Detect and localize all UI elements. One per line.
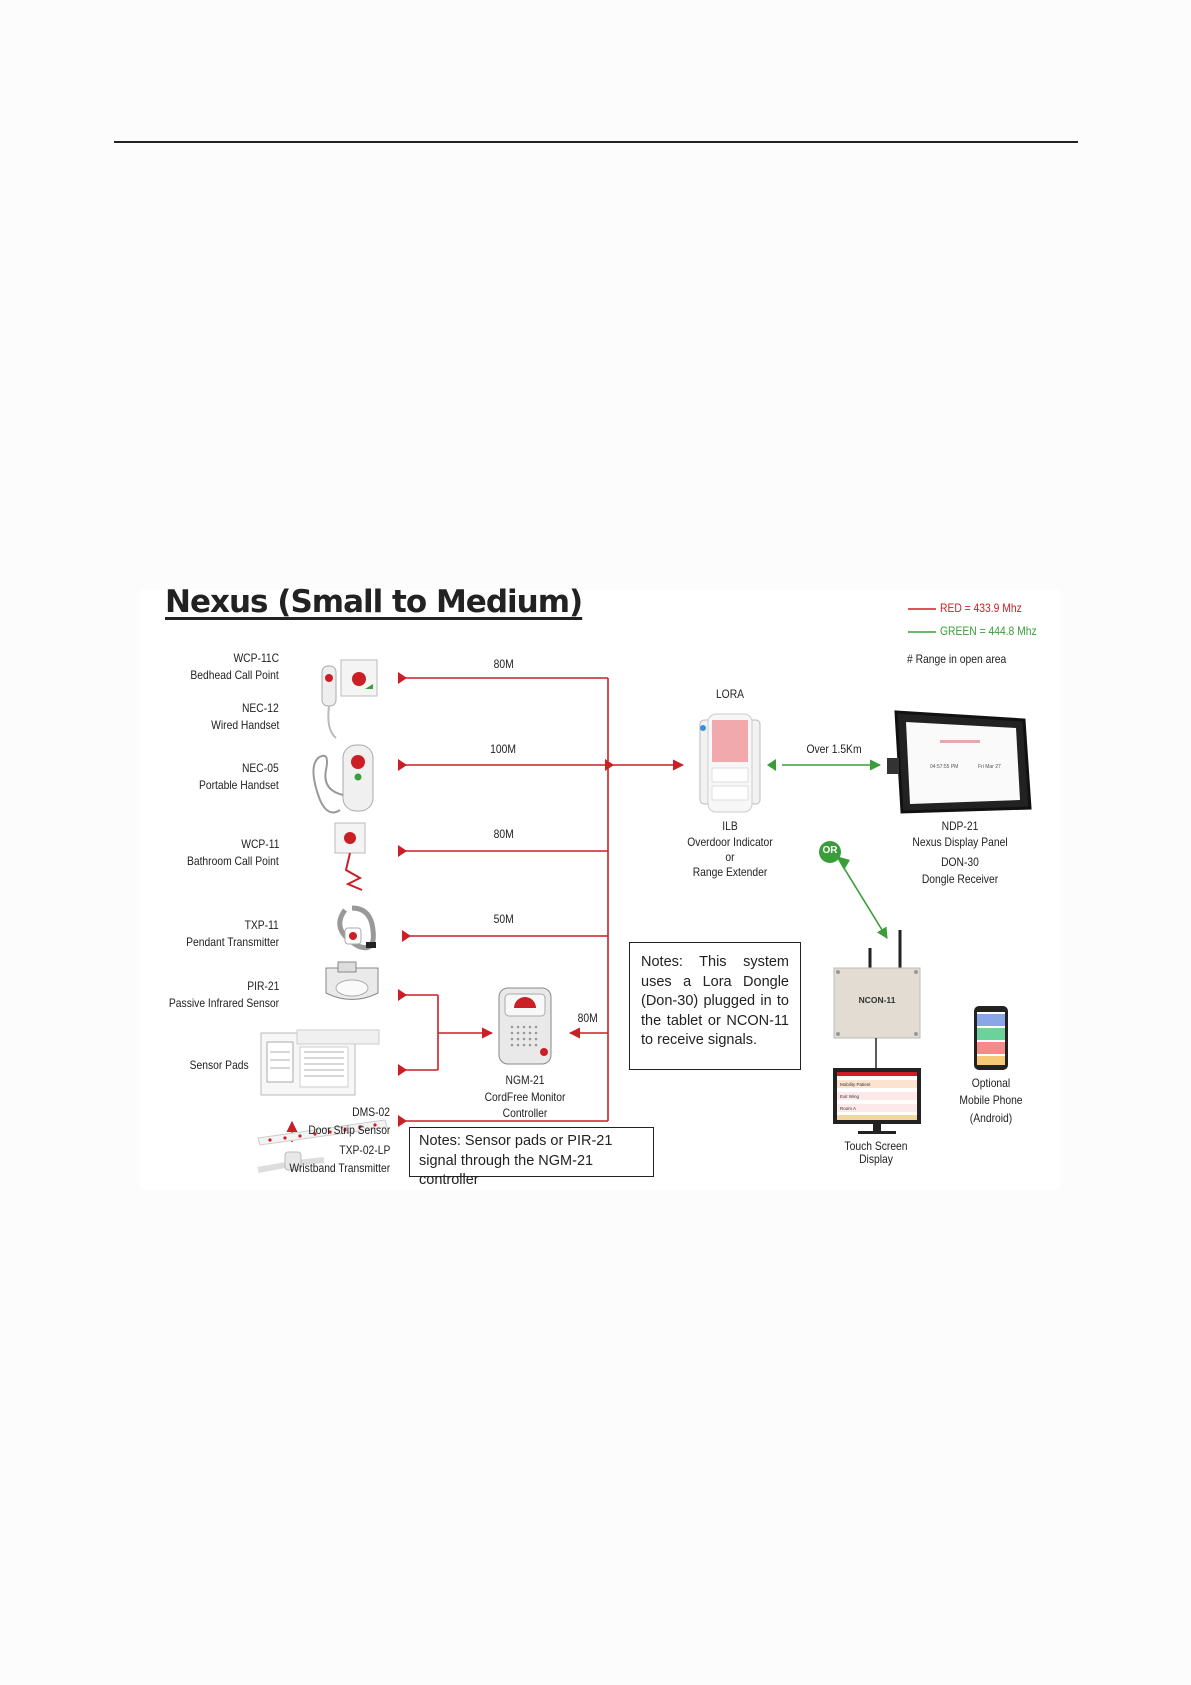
phone-line2: Mobile Phone <box>959 1093 1023 1107</box>
wcp11-image <box>334 822 366 891</box>
txp02lp-image <box>257 1151 325 1173</box>
ngm21-code: NGM-21 <box>505 1073 545 1087</box>
txp11-name: Pendant Transmitter <box>186 935 279 949</box>
wcp11-code: WCP-11 <box>240 837 279 851</box>
ilb-code: ILB <box>722 819 738 833</box>
legend-green-label: GREEN = 444.8 Mhz <box>940 624 1037 638</box>
txp11-code: TXP-11 <box>244 918 279 932</box>
pir21-code: PIR-21 <box>246 979 279 993</box>
wcp11-name: Bathroom Call Point <box>187 854 279 868</box>
touch-screen-image: Mobility Patient Exit Wing Room A <box>833 1068 921 1134</box>
dms02-code: DMS-02 <box>352 1105 390 1119</box>
nec12-name: Wired Handset <box>210 718 279 732</box>
pir21-image <box>325 961 379 1000</box>
ndp21-code: NDP-21 <box>941 819 979 833</box>
svg-text:Exit Wing: Exit Wing <box>840 1094 860 1099</box>
touch-screen-line1: Touch Screen <box>844 1139 908 1153</box>
dms02-name: Door Strip Sensor <box>307 1123 390 1137</box>
nec05-name: Portable Handset <box>199 778 279 792</box>
diagram-title: Nexus (Small to Medium) <box>165 584 583 620</box>
phone-line3: (Android) <box>969 1111 1013 1125</box>
note-sensor-pads: Notes: Sensor pads or PIR-21 signal thro… <box>409 1127 654 1188</box>
ngm21-line2: Controller <box>502 1106 548 1120</box>
ilb-line3: Range Extender <box>692 865 768 879</box>
txp02lp-name: Wristband Transmitter <box>289 1161 390 1175</box>
distance-label-3: 80M <box>493 827 514 841</box>
nec05-image <box>312 744 374 814</box>
nexus-system-diagram: 04:57:55 PM Fri Mar 27 Mobility Patient … <box>140 584 1060 1190</box>
lora-link-distance: Over 1.5Km <box>806 742 862 756</box>
phone-image <box>974 1006 1008 1070</box>
svg-text:Mobility Patient: Mobility Patient <box>840 1082 871 1087</box>
or-badge-circle <box>819 841 841 863</box>
nec05-code: NEC-05 <box>242 761 279 775</box>
lora-ilb-image <box>699 713 761 813</box>
diagram-graphics: 04:57:55 PM Fri Mar 27 Mobility Patient … <box>257 608 1032 1173</box>
ngm21-line1: CordFree Monitor <box>484 1090 566 1104</box>
distance-label-5: 80M <box>577 1011 598 1025</box>
dms02-image <box>257 1119 388 1146</box>
ncon11-label: NCON-11 <box>858 995 896 1005</box>
wcp11c-name: Bedhead Call Point <box>190 668 279 682</box>
svg-text:Fri Mar 27: Fri Mar 27 <box>978 764 1001 770</box>
txp02lp-code: TXP-02-LP <box>338 1143 390 1157</box>
ilb-line2: or <box>725 850 735 864</box>
note-lora-dongle: Notes: This system uses a Lora Dongle (D… <box>629 942 801 1070</box>
don30-code: DON-30 <box>941 855 979 869</box>
phone-line1: Optional <box>971 1076 1011 1090</box>
sensor-pads-name: Sensor Pads <box>189 1058 249 1072</box>
nec12-code: NEC-12 <box>242 701 279 715</box>
header-rule <box>114 141 1078 143</box>
range-note: # Range in open area <box>907 652 1007 666</box>
or-badge: OR <box>822 845 838 856</box>
ndp21-tablet-image: 04:57:55 PM Fri Mar 27 <box>887 710 1032 814</box>
pir21-name: Passive Infrared Sensor <box>168 996 279 1010</box>
sensor-pads-image <box>260 1029 380 1096</box>
wcp11c-code: WCP-11C <box>233 651 279 665</box>
ndp21-name: Nexus Display Panel <box>912 835 1008 849</box>
distance-label-1: 80M <box>493 657 514 671</box>
lora-label: LORA <box>715 687 745 701</box>
wcp11c-image <box>321 659 378 739</box>
ngm21-image <box>498 987 552 1065</box>
distance-label-2: 100M <box>490 742 516 756</box>
ilb-line1: Overdoor Indicator <box>687 835 773 849</box>
ncon11-image <box>833 930 921 1068</box>
legend-red-label: RED = 433.9 Mhz <box>940 601 1022 615</box>
distance-label-4: 50M <box>493 912 514 926</box>
txp11-image <box>337 905 376 951</box>
touch-screen-line2: Display <box>859 1152 893 1166</box>
svg-text:04:57:55 PM: 04:57:55 PM <box>930 764 958 770</box>
don30-name: Dongle Receiver <box>921 872 999 886</box>
svg-text:Room A: Room A <box>840 1106 856 1111</box>
